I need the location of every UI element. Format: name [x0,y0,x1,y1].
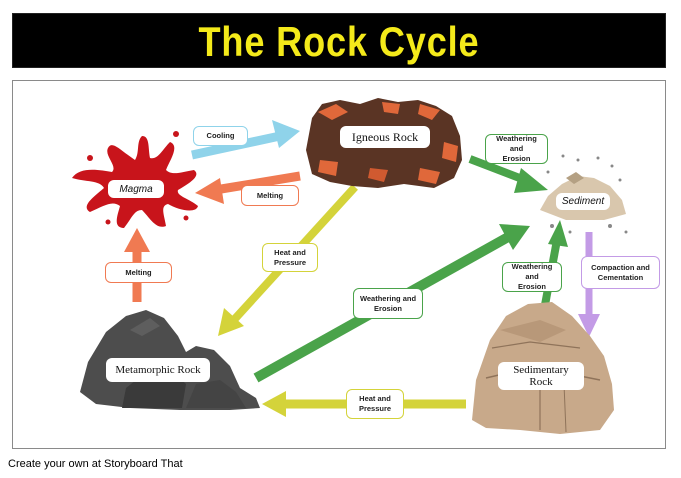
label-heat-pressure-igneous-l2: Pressure [273,257,307,267]
label-metamorphic-rock: Metamorphic Rock [106,358,210,382]
label-weathering-igneous-l2: Erosion [502,154,531,163]
label-heat-pressure-bottom-l1: Heat and [359,394,391,403]
label-magma: Magma [108,180,164,198]
page-title: The Rock Cycle [198,18,480,65]
label-weathering-metamorphic-l1: Weathering and [359,293,417,303]
title-banner: The Rock Cycle [12,13,666,68]
label-sedimentary-rock: Sedimentary Rock [498,362,584,390]
label-weathering-igneous-l1: Weathering and [496,134,537,153]
label-weathering-sedimentary-l2: Erosion [518,282,546,291]
label-sedimentary-line1: Sedimentary [513,364,569,376]
label-cooling: Cooling [193,126,248,146]
label-heat-pressure-bottom: Heat and Pressure [346,389,404,419]
credit-text[interactable]: Create your own at Storyboard That [8,458,183,470]
label-igneous-rock: Igneous Rock [340,126,430,148]
label-compaction-l2: Cementation [597,272,644,282]
label-weathering-sedimentary: Weathering and Erosion [502,262,562,292]
label-melting-top: Melting [241,185,299,206]
label-compaction: Compaction and Cementation [581,256,660,289]
arrow-melting-top [195,171,301,204]
label-sedimentary-line2: Rock [529,376,553,388]
label-melting-left: Melting [105,262,172,283]
arrow-weathering-igneous [468,155,548,193]
label-weathering-metamorphic-l2: Erosion [374,303,402,313]
label-weathering-metamorphic: Weathering and Erosion [353,288,423,319]
label-heat-pressure-igneous-l1: Heat and [274,247,306,257]
label-weathering-igneous: Weathering and Erosion [485,134,548,164]
label-heat-pressure-igneous: Heat and Pressure [262,243,318,272]
label-compaction-l1: Compaction and [591,262,650,272]
label-sediment: Sediment [556,193,610,210]
label-weathering-sedimentary-l1: Weathering and [511,262,553,281]
label-heat-pressure-bottom-l2: Pressure [358,404,392,413]
